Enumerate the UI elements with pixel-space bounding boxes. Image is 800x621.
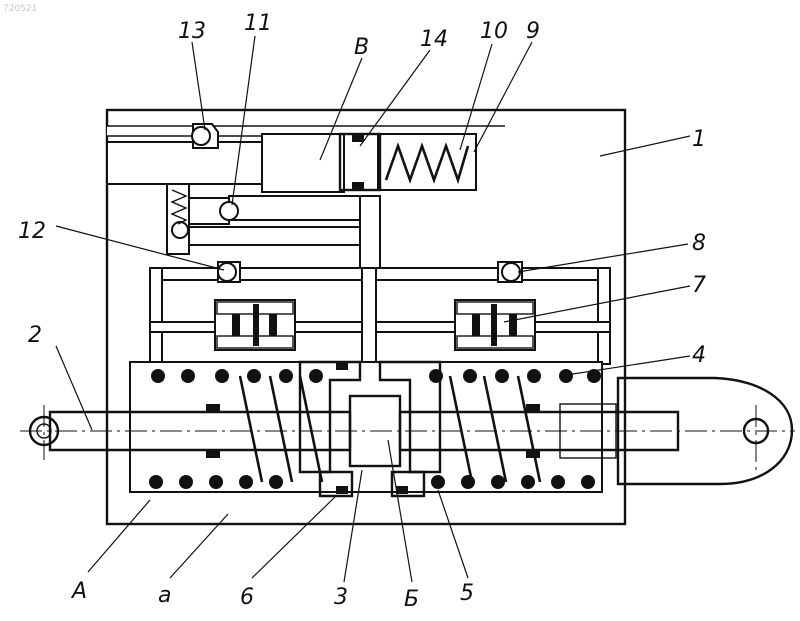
label-3: 3: [334, 585, 348, 610]
label-Bv: Б: [404, 587, 419, 612]
label-8: 8: [692, 231, 706, 256]
label-14: 14: [420, 27, 448, 52]
label-a: а: [158, 583, 171, 608]
watermark-text: 720521: [3, 4, 37, 14]
label-11: 11: [244, 11, 272, 36]
label-B-chamber: В: [354, 35, 369, 60]
label-1: 1: [692, 127, 706, 152]
label-10: 10: [480, 19, 508, 44]
label-9: 9: [526, 19, 540, 44]
label-2: 2: [28, 323, 42, 348]
label-7: 7: [692, 273, 706, 298]
label-A: А: [70, 579, 87, 604]
label-6: 6: [240, 585, 254, 610]
internal-cavities: [107, 126, 610, 492]
label-13: 13: [178, 19, 206, 44]
label-4: 4: [692, 343, 706, 368]
label-12: 12: [18, 219, 46, 244]
label-5: 5: [460, 581, 474, 606]
